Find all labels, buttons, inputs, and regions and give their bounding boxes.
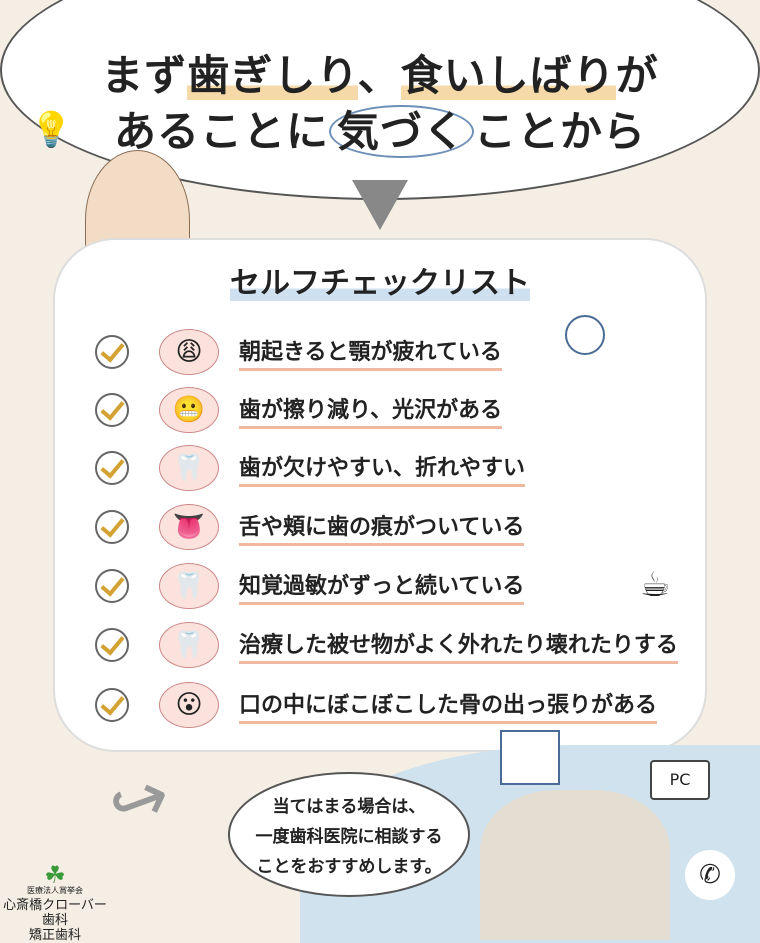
check-icon — [95, 393, 129, 427]
lightbulb-icon: 💡 — [30, 110, 73, 150]
check-icon — [95, 335, 129, 369]
advice-speech-bubble: 当てはまる場合は、 一度歯科医院に相談する ことをおすすめします。 — [228, 772, 470, 897]
checklist-item: 👅 舌や頬に歯の痕がついている — [95, 504, 525, 550]
tired-person-icon: 😩 — [159, 329, 219, 375]
check-icon — [95, 628, 129, 662]
checklist-item: 😮 口の中にぼこぼこした骨の出っ張りがある — [95, 682, 658, 728]
tongue-icon: 👅 — [159, 504, 219, 550]
checklist-item: 🦷 治療した被せ物がよく外れたり壊れたりする — [95, 622, 678, 668]
advice-line-2: 一度歯科医院に相談する — [255, 827, 443, 847]
teeth-icon: 😬 — [159, 387, 219, 433]
open-mouth-icon: 😮 — [159, 682, 219, 728]
advice-line-1: 当てはまる場合は、 — [272, 797, 426, 817]
sensitive-tooth-icon: 🦷 — [159, 563, 219, 609]
advice-line-3: ことをおすすめします。 — [256, 857, 442, 877]
pc-icon: PC — [650, 760, 710, 800]
checklist-item-text: 歯が擦り減り、光沢がある — [239, 392, 503, 429]
checklist-item-text: 朝起きると顎が疲れている — [239, 334, 502, 371]
clinic-building-icon — [500, 730, 560, 785]
check-icon — [95, 510, 129, 544]
logo-org: 医療法人賞挙会 — [27, 886, 83, 895]
checklist-item: 🦷 歯が欠けやすい、折れやすい — [95, 445, 526, 491]
check-icon — [95, 569, 129, 603]
checklist-item-text: 口の中にぼこぼこした骨の出っ張りがある — [239, 687, 658, 724]
checklist-item: 😩 朝起きると顎が疲れている — [95, 329, 502, 375]
phone-icon: ✆ — [685, 850, 735, 900]
checklist-item-text: 舌や頬に歯の痕がついている — [239, 509, 525, 546]
dentist-patient-illustration — [480, 790, 670, 940]
check-icon — [95, 451, 129, 485]
clover-icon: ☘ — [44, 861, 66, 889]
checklist-item: 🦷 知覚過敏がずっと続いている — [95, 563, 525, 609]
checklist-item-text: 治療した被せ物がよく外れたり壊れたりする — [239, 627, 678, 664]
crown-tooth-icon: 🦷 — [159, 622, 219, 668]
clock-icon — [565, 315, 605, 355]
coffee-icon: ☕ — [640, 565, 671, 605]
curved-arrow-icon: ↪ — [97, 752, 181, 850]
checklist-item-text: 歯が欠けやすい、折れやすい — [239, 450, 526, 487]
checklist-title: セルフチェックリスト — [230, 266, 530, 301]
checklist-cloud — [55, 240, 705, 750]
check-icon — [95, 688, 129, 722]
broken-tooth-icon: 🦷 — [159, 445, 219, 491]
headline-line-1: まず歯ぎしり、食いしばりが — [101, 51, 659, 100]
checklist-item-text: 知覚過敏がずっと続いている — [239, 568, 525, 605]
clinic-logo: ☘ 医療法人賞挙会 心斎橋クローバー歯科 矯正歯科 — [0, 861, 110, 943]
logo-sub: 矯正歯科 — [28, 928, 81, 943]
checklist-item: 😬 歯が擦り減り、光沢がある — [95, 387, 503, 433]
arrow-down-icon — [352, 180, 408, 230]
logo-name: 心斎橋クローバー歯科 — [3, 898, 107, 928]
headline-line-2: あることに気づくことから — [113, 105, 647, 158]
